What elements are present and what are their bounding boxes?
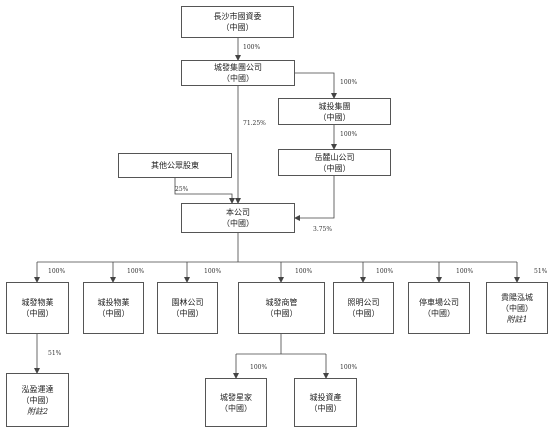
entity-location: （中國） bbox=[423, 309, 455, 318]
entity-location: （中國） bbox=[21, 395, 54, 405]
pct-yuelushan-company: 3.75% bbox=[313, 226, 333, 233]
entity-note: 附註2 bbox=[26, 406, 49, 416]
entity-location: （中國） bbox=[220, 403, 252, 413]
pct-parking: 100% bbox=[456, 268, 474, 275]
entity-location: （中國） bbox=[221, 23, 254, 32]
entity-location: （中國） bbox=[318, 163, 351, 173]
entity-chengfa-group: 城發集團公司 （中國） bbox=[181, 60, 295, 86]
entity-location: （中國） bbox=[97, 309, 130, 318]
entity-name: 貴陽泓城 bbox=[501, 292, 533, 302]
entity-location: （中國） bbox=[222, 219, 254, 228]
pct-chengtou-yuelushan: 100% bbox=[340, 131, 358, 138]
entity-name: 城發物業 bbox=[21, 298, 54, 307]
entity-location: （中國） bbox=[222, 74, 254, 83]
entity-name: 岳麓山公司 bbox=[314, 152, 355, 162]
entity-chengtou-group: 城投集團 （中國） bbox=[278, 98, 391, 125]
entity-lighting: 照明公司 （中國） bbox=[333, 282, 394, 334]
entity-location: （中國） bbox=[21, 309, 54, 318]
pct-xingjia: 100% bbox=[250, 364, 268, 371]
entity-location: （中國） bbox=[347, 309, 380, 318]
edge-yuelushan-company bbox=[294, 176, 335, 221]
entity-chengtou-property: 城投物業 （中國） bbox=[83, 282, 144, 334]
entity-name: 城發集團公司 bbox=[214, 63, 262, 72]
entity-name: 泓盈運達 bbox=[21, 384, 54, 394]
edge-chengfa-chengtou bbox=[295, 72, 337, 99]
entity-parking: 停車場公司 （中國） bbox=[408, 282, 470, 334]
pct-lighting: 100% bbox=[376, 268, 394, 275]
entity-location: （中國） bbox=[309, 403, 342, 413]
entity-location: （中國） bbox=[501, 303, 533, 313]
pct-chengfa-property: 100% bbox=[48, 268, 66, 275]
entity-chengfa-xingjia: 城發星家 （中國） bbox=[205, 378, 267, 427]
entity-name: 城投集團 bbox=[318, 101, 351, 111]
entity-chengfa-property: 城發物業 （中國） bbox=[6, 282, 69, 334]
entity-name: 城投物業 bbox=[97, 298, 130, 307]
entity-other-public-shareholders: 其他公眾股東 bbox=[118, 153, 232, 178]
entity-name: 照明公司 bbox=[347, 298, 380, 307]
entity-name: 城發商管 bbox=[265, 298, 298, 307]
entity-chengtou-assets: 城投資產 （中國） bbox=[294, 378, 357, 427]
entity-company: 本公司 （中國） bbox=[181, 203, 295, 233]
pct-chengfa-chengtou: 100% bbox=[340, 79, 358, 86]
pct-public-company: 25% bbox=[175, 186, 189, 193]
entity-name: 本公司 bbox=[226, 208, 250, 217]
entity-name: 城投資產 bbox=[309, 392, 342, 402]
pct-chengtou-property: 100% bbox=[127, 268, 145, 275]
entity-location: （中國） bbox=[171, 309, 204, 318]
entity-note: 附註1 bbox=[506, 314, 528, 324]
edge-public-company bbox=[174, 178, 235, 204]
pct-sasac-chengfa: 100% bbox=[243, 44, 261, 51]
entity-hongying: 泓盈運達 （中國） 附註2 bbox=[6, 373, 69, 427]
entity-location: （中國） bbox=[318, 112, 351, 122]
pct-garden: 100% bbox=[204, 268, 222, 275]
pct-chengfa-company: 71.25% bbox=[243, 120, 266, 127]
entity-location: （中國） bbox=[265, 309, 298, 318]
pct-assets: 100% bbox=[340, 364, 358, 371]
entity-yuelushan: 岳麓山公司 （中國） bbox=[278, 149, 391, 176]
pct-hongying: 51% bbox=[48, 350, 62, 357]
entity-name: 城發星家 bbox=[220, 392, 252, 402]
entity-changsha-sasac: 長沙市國資委 （中國） bbox=[181, 6, 294, 38]
entity-name: 園林公司 bbox=[171, 298, 204, 307]
entity-chengfa-commercial: 城發商管 （中國） bbox=[238, 282, 325, 334]
entity-name: 長沙市國資委 bbox=[213, 12, 262, 21]
entity-name: 其他公眾股東 bbox=[151, 161, 199, 170]
entity-name: 停車場公司 bbox=[419, 298, 459, 307]
pct-guiyang: 51% bbox=[534, 268, 548, 275]
entity-garden: 園林公司 （中國） bbox=[157, 282, 218, 334]
pct-commercial: 100% bbox=[295, 268, 313, 275]
entity-guiyang: 貴陽泓城 （中國） 附註1 bbox=[486, 282, 548, 334]
